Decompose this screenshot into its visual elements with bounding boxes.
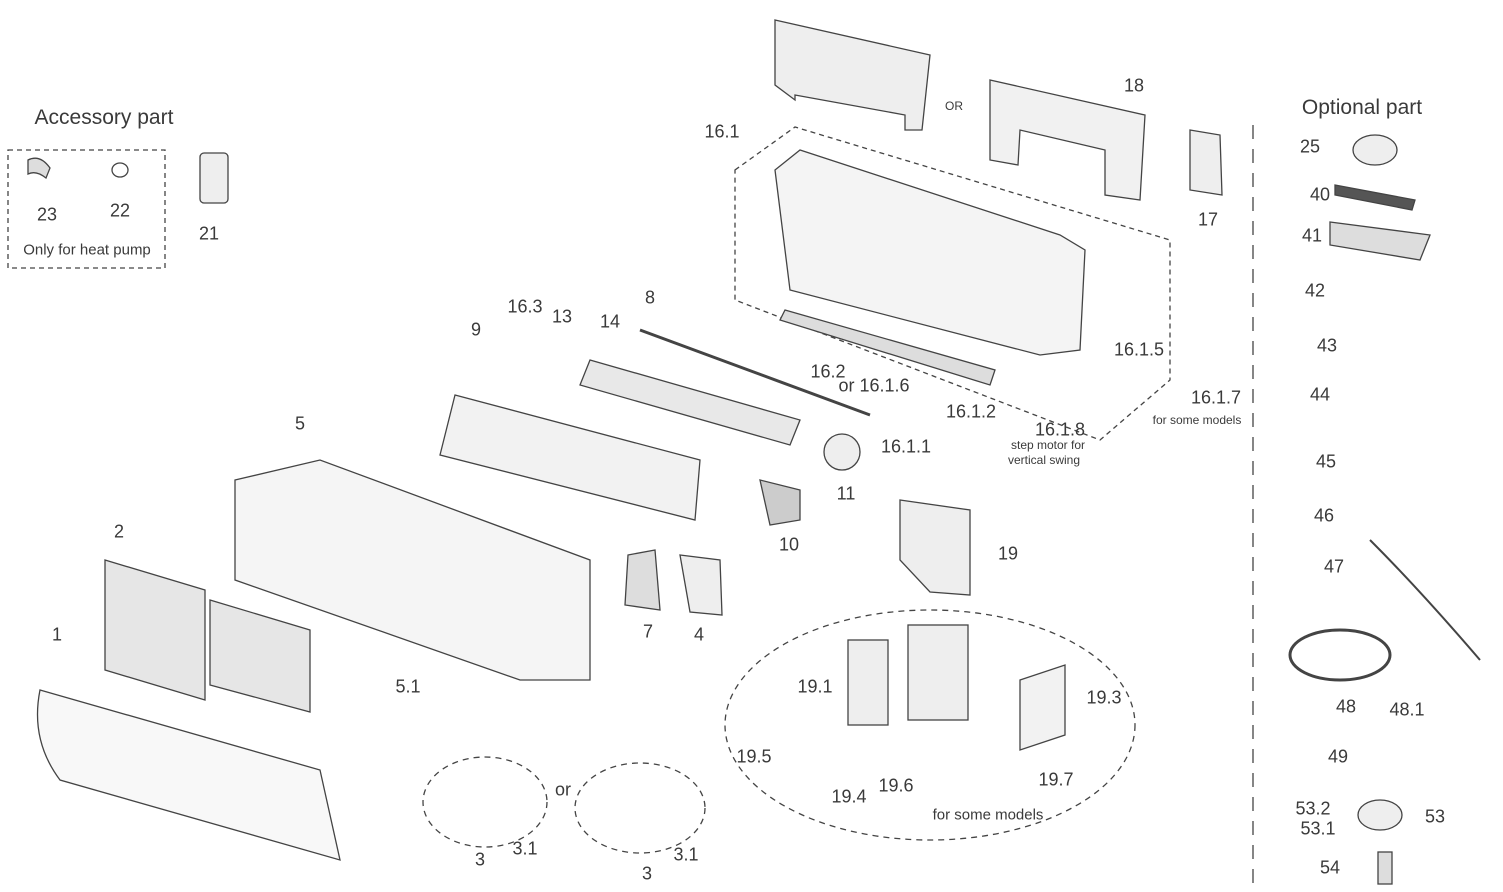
opt-54 xyxy=(1377,851,1393,885)
opt-53 xyxy=(1357,799,1403,831)
ring-part xyxy=(111,162,129,178)
label-3-b: 3 xyxy=(641,863,653,884)
pcb-19-1 xyxy=(847,639,889,726)
fan-shaft xyxy=(639,328,871,417)
electric-box-part xyxy=(899,499,971,596)
opt-25 xyxy=(1352,134,1398,166)
label-4: 4 xyxy=(693,624,705,645)
filter-left xyxy=(104,559,206,701)
label-2: 2 xyxy=(113,521,125,542)
label-16-1-1: 16.1.1 xyxy=(880,436,932,457)
front-panel-part xyxy=(36,689,341,861)
label-16-1-7: 16.1.7 xyxy=(1190,387,1242,408)
front-frame-part xyxy=(234,459,591,681)
label-43: 43 xyxy=(1316,335,1338,356)
label-48: 48 xyxy=(1335,696,1357,717)
display-ellipse-b xyxy=(574,762,706,854)
label-21: 21 xyxy=(198,223,220,244)
label-41: 41 xyxy=(1301,225,1323,246)
label-19-7: 19.7 xyxy=(1038,769,1074,790)
label-47: 47 xyxy=(1323,556,1345,577)
label-44: 44 xyxy=(1309,384,1331,405)
accessory-title: Accessory part xyxy=(34,106,174,129)
label-5: 5 xyxy=(294,413,306,434)
note-step-motor-1: step motor for xyxy=(1010,438,1086,452)
cross-flow-fan xyxy=(579,359,801,446)
label-or-mid: or xyxy=(554,779,572,800)
pcb-19-3 xyxy=(1019,664,1066,751)
label-16-1-5: 16.1.5 xyxy=(1113,339,1165,360)
motor-part xyxy=(823,433,861,471)
label-53: 53 xyxy=(1424,806,1446,827)
label-19-5: 19.5 xyxy=(736,746,772,767)
label-22: 22 xyxy=(109,200,131,221)
label-3-1-b: 3.1 xyxy=(673,844,699,865)
note-step-motor-2: vertical swing xyxy=(1007,453,1081,467)
opt-41 xyxy=(1329,221,1431,261)
remote-control-part xyxy=(199,152,229,204)
label-19-6: 19.6 xyxy=(878,775,914,796)
optional-title: Optional part xyxy=(1301,96,1423,119)
accessory-box xyxy=(7,149,166,269)
part-10 xyxy=(759,479,801,526)
label-or-top: OR xyxy=(945,99,963,113)
label-19: 19 xyxy=(997,543,1019,564)
label-49: 49 xyxy=(1327,746,1349,767)
label-53-1: 53.1 xyxy=(1300,818,1336,839)
label-19-3: 19.3 xyxy=(1086,687,1122,708)
note-some-models-2: for some models xyxy=(932,806,1044,824)
label-3-1-a: 3.1 xyxy=(512,838,538,859)
bracket-17 xyxy=(1189,129,1223,196)
label-16-1: 16.1 xyxy=(704,121,740,142)
label-18: 18 xyxy=(1123,75,1145,96)
opt-40 xyxy=(1334,184,1416,211)
label-or-16-1-6: or 16.1.6 xyxy=(838,375,910,396)
label-40: 40 xyxy=(1309,184,1331,205)
part-4 xyxy=(679,554,723,616)
label-5-1: 5.1 xyxy=(395,676,421,697)
opt-47 xyxy=(1369,539,1481,661)
drain-elbow-part xyxy=(27,157,51,180)
label-16-3: 16.3 xyxy=(507,296,543,317)
label-25: 25 xyxy=(1299,136,1321,157)
label-9: 9 xyxy=(470,319,482,340)
label-17: 17 xyxy=(1197,209,1219,230)
label-7: 7 xyxy=(642,621,654,642)
mounting-plate-a xyxy=(774,19,931,131)
pcb-box xyxy=(907,624,969,721)
label-13: 13 xyxy=(551,306,573,327)
label-46: 46 xyxy=(1313,505,1335,526)
filter-right xyxy=(209,599,311,713)
label-19-1: 19.1 xyxy=(797,676,833,697)
label-53-2: 53.2 xyxy=(1295,798,1331,819)
label-16-1-2: 16.1.2 xyxy=(945,401,997,422)
display-ellipse-a xyxy=(422,756,548,848)
label-23: 23 xyxy=(36,204,58,225)
label-42: 42 xyxy=(1304,280,1326,301)
label-16-2: 16.2 xyxy=(810,361,846,382)
chassis-part xyxy=(774,149,1086,356)
heat-pump-note: Only for heat pump xyxy=(23,241,151,259)
label-48-1: 48.1 xyxy=(1389,699,1425,720)
label-1: 1 xyxy=(51,624,63,645)
chassis-dashed-box xyxy=(734,126,1171,441)
mounting-plate-b xyxy=(989,79,1146,201)
label-54: 54 xyxy=(1319,857,1341,878)
label-19-4: 19.4 xyxy=(831,786,867,807)
label-10: 10 xyxy=(778,534,800,555)
label-14: 14 xyxy=(599,311,621,332)
electric-detail-ellipse xyxy=(724,609,1136,841)
label-3-a: 3 xyxy=(474,849,486,870)
label-45: 45 xyxy=(1315,451,1337,472)
opt-48 xyxy=(1288,628,1392,682)
louver-part xyxy=(779,309,996,386)
evaporator-part xyxy=(439,394,701,521)
label-8: 8 xyxy=(644,287,656,308)
label-11: 11 xyxy=(836,483,856,504)
label-16-1-8: 16.1.8 xyxy=(1034,419,1086,440)
part-7 xyxy=(624,549,661,611)
note-some-models-1: for some models xyxy=(1152,413,1242,427)
